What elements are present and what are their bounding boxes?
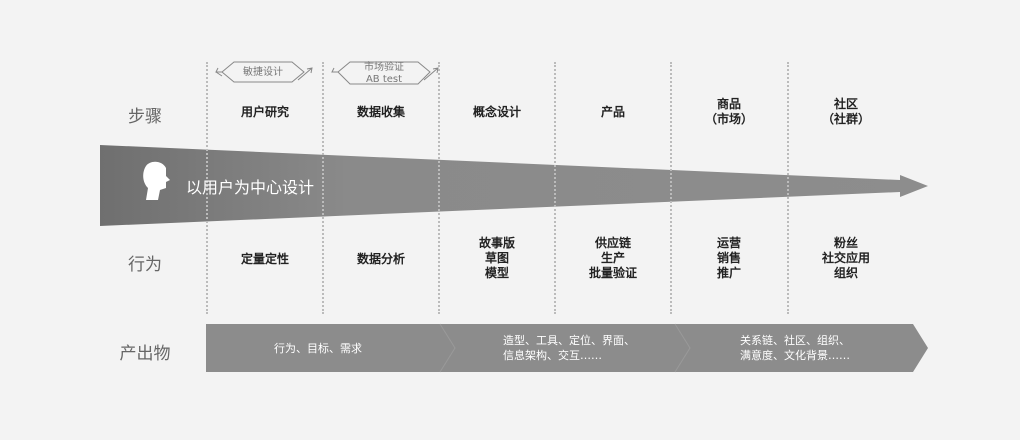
- row-label-outputs: 产出物: [119, 344, 171, 364]
- column-divider: [670, 62, 672, 314]
- loop-label-line: 市场验证: [364, 62, 404, 73]
- action-text: 生产: [600, 251, 625, 265]
- step-text: （社群）: [821, 112, 870, 126]
- loop-arrow: [215, 61, 439, 85]
- action-text: 组织: [833, 266, 858, 280]
- step-cell: 用户研究: [207, 105, 323, 120]
- column-divider: [787, 62, 789, 314]
- step-text: 商品: [716, 97, 741, 111]
- step-cell: 产品: [555, 105, 671, 120]
- bar-separator: [439, 323, 456, 373]
- step-cell: 商品（市场）: [671, 97, 787, 127]
- action-text: 故事版: [478, 236, 515, 250]
- step-cell: 社区（社群）: [788, 97, 904, 127]
- output-text: 造型、工具、定位、界面、信息架构、交互……: [503, 333, 635, 363]
- step-text: 产品: [600, 105, 625, 119]
- action-text: 运营: [716, 236, 741, 250]
- step-text: 概念设计: [472, 105, 521, 119]
- output-line: 关系链、社区、组织、: [740, 334, 850, 347]
- bar-separator: [674, 323, 691, 373]
- wedge-arrow: [100, 145, 928, 226]
- output-text: 关系链、社区、组织、满意度、文化背景……: [740, 333, 850, 363]
- loop-label-line: AB test: [365, 74, 403, 85]
- outputs-bar: [206, 324, 928, 372]
- column-divider: [554, 62, 556, 314]
- action-text: 定量定性: [240, 252, 289, 266]
- action-cell: 定量定性: [207, 252, 323, 267]
- output-text: 行为、目标、需求: [274, 342, 362, 355]
- loop-label-agile: 敏捷设计: [243, 67, 283, 78]
- action-text: 草图: [484, 251, 509, 265]
- action-cell: 数据分析: [323, 252, 439, 267]
- action-text: 粉丝: [833, 236, 858, 250]
- column-divider: [206, 62, 208, 314]
- step-text: 用户研究: [240, 105, 289, 119]
- step-cell: 数据收集: [323, 105, 439, 120]
- action-text: 模型: [484, 266, 509, 280]
- action-cell: 粉丝社交应用组织: [788, 236, 904, 281]
- column-divider: [438, 62, 440, 314]
- action-text: 销售: [716, 251, 741, 265]
- action-text: 数据分析: [356, 252, 405, 266]
- arrow-label: 以用户为中心设计: [186, 178, 315, 197]
- loop-label-market: 市场验证 AB test: [350, 62, 418, 86]
- step-cell: 概念设计: [439, 105, 555, 120]
- action-text: 批量验证: [588, 266, 637, 280]
- action-cell: 供应链生产批量验证: [555, 236, 671, 281]
- column-divider: [322, 62, 324, 314]
- action-text: 推广: [716, 266, 741, 280]
- head-icon: [143, 161, 170, 200]
- step-text: （市场）: [704, 112, 753, 126]
- output-line: 造型、工具、定位、界面、: [503, 334, 635, 347]
- output-line: 信息架构、交互……: [503, 349, 602, 362]
- row-label-actions: 行为: [128, 255, 162, 275]
- action-cell: 故事版草图模型: [439, 236, 555, 281]
- row-label-steps: 步骤: [128, 107, 162, 127]
- action-text: 社交应用: [821, 251, 870, 265]
- action-cell: 运营销售推广: [671, 236, 787, 281]
- step-text: 社区: [833, 97, 858, 111]
- output-line: 满意度、文化背景……: [740, 349, 850, 362]
- step-text: 数据收集: [356, 105, 405, 119]
- action-text: 供应链: [594, 236, 631, 250]
